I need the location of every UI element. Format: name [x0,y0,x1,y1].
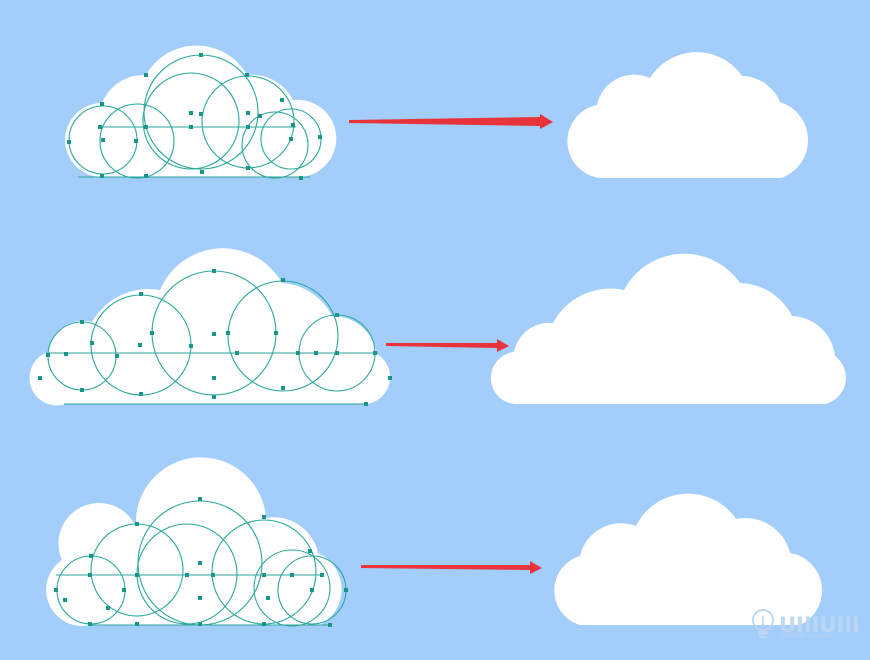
anchor-point [199,112,203,116]
anchor-point [258,114,262,118]
construction-cloud-3 [46,457,348,627]
anchor-point [144,174,148,178]
anchor-point [98,125,102,129]
cloud-3-anchor-points [54,497,348,627]
anchor-point [54,588,58,592]
anchor-point [189,111,193,115]
anchor-point [246,111,250,115]
construction-cloud-2 [29,248,392,406]
anchor-point [138,343,142,347]
cloud-2-anchor-points [38,269,392,406]
anchor-point [299,176,303,180]
anchor-point [262,622,266,626]
anchor-point [245,73,249,77]
anchor-point [320,573,324,577]
watermark-subtext: 优优教程网 uiiiuiii.com [780,632,834,639]
anchor-point [314,351,318,355]
anchor-point [198,596,202,600]
anchor-point [335,351,339,355]
anchor-point [80,388,84,392]
anchor-point [144,73,148,77]
anchor-point [290,573,294,577]
anchor-point [46,353,50,357]
anchor-point [212,332,216,336]
anchor-point [198,622,202,626]
anchor-point [212,395,216,399]
anchor-point [310,588,314,592]
anchor-point [266,596,270,600]
anchor-point [198,497,202,501]
anchor-point [274,331,278,335]
anchor-point [262,573,266,577]
anchor-point [134,139,138,143]
anchor-point [88,573,92,577]
result-cloud-2 [490,253,846,405]
anchor-point [318,135,322,139]
anchor-point [38,376,42,380]
anchor-point [226,331,230,335]
anchor-point [189,344,193,348]
anchor-point [64,352,68,356]
anchor-point [373,351,377,355]
anchor-point [150,331,154,335]
arrow-3 [361,561,542,574]
cloud-1-anchor-points [67,53,322,180]
anchor-point [281,278,285,282]
anchor-point [139,292,143,296]
result-cloud-3 [554,493,823,625]
anchor-point [262,515,266,519]
anchor-point [280,98,284,102]
arrow-1 [349,114,553,129]
arrow-2 [386,339,509,352]
anchor-point [198,561,202,565]
anchor-point [101,138,105,142]
anchor-point [235,351,239,355]
anchor-point [291,123,295,127]
result-cloud-3-shape [554,493,823,625]
anchor-point [344,588,348,592]
anchor-point [63,598,67,602]
anchor-point [212,269,216,273]
anchor-point [199,53,203,57]
anchor-point [144,125,148,129]
anchor-point [364,402,368,406]
watermark-text: UIIIUIII [779,613,860,637]
anchor-point [122,588,126,592]
anchor-point [80,320,84,324]
anchor-point [328,623,332,627]
anchor-point [335,313,339,317]
anchor-point [388,376,392,380]
anchor-point [296,351,300,355]
anchor-point [89,554,93,558]
anchor-point [246,125,250,129]
anchor-point [212,376,216,380]
anchor-point [139,392,143,396]
anchor-point [135,622,139,626]
anchor-point [135,573,139,577]
result-cloud-1-shape [567,52,809,179]
anchor-point [67,140,71,144]
anchor-point [200,170,204,174]
anchor-point [211,573,215,577]
watermark-logo: UIIIUIII 优优教程网 uiiiuiii.com [752,609,860,639]
lightbulb-icon [752,609,774,638]
anchor-point [281,386,285,390]
anchor-point [185,573,189,577]
anchor-point [106,606,110,610]
anchor-point [246,166,250,170]
anchor-point [189,125,193,129]
construction-cloud-1 [65,45,337,180]
result-cloud-2-shape [490,253,846,405]
anchor-point [289,137,293,141]
cloud-1-guide-circles [68,54,322,179]
anchor-point [100,174,104,178]
anchor-point [135,522,139,526]
anchor-point [90,341,94,345]
anchor-point [308,549,312,553]
anchor-point [88,622,92,626]
anchor-point [100,102,104,106]
anchor-point [115,354,119,358]
result-cloud-1 [567,52,809,179]
